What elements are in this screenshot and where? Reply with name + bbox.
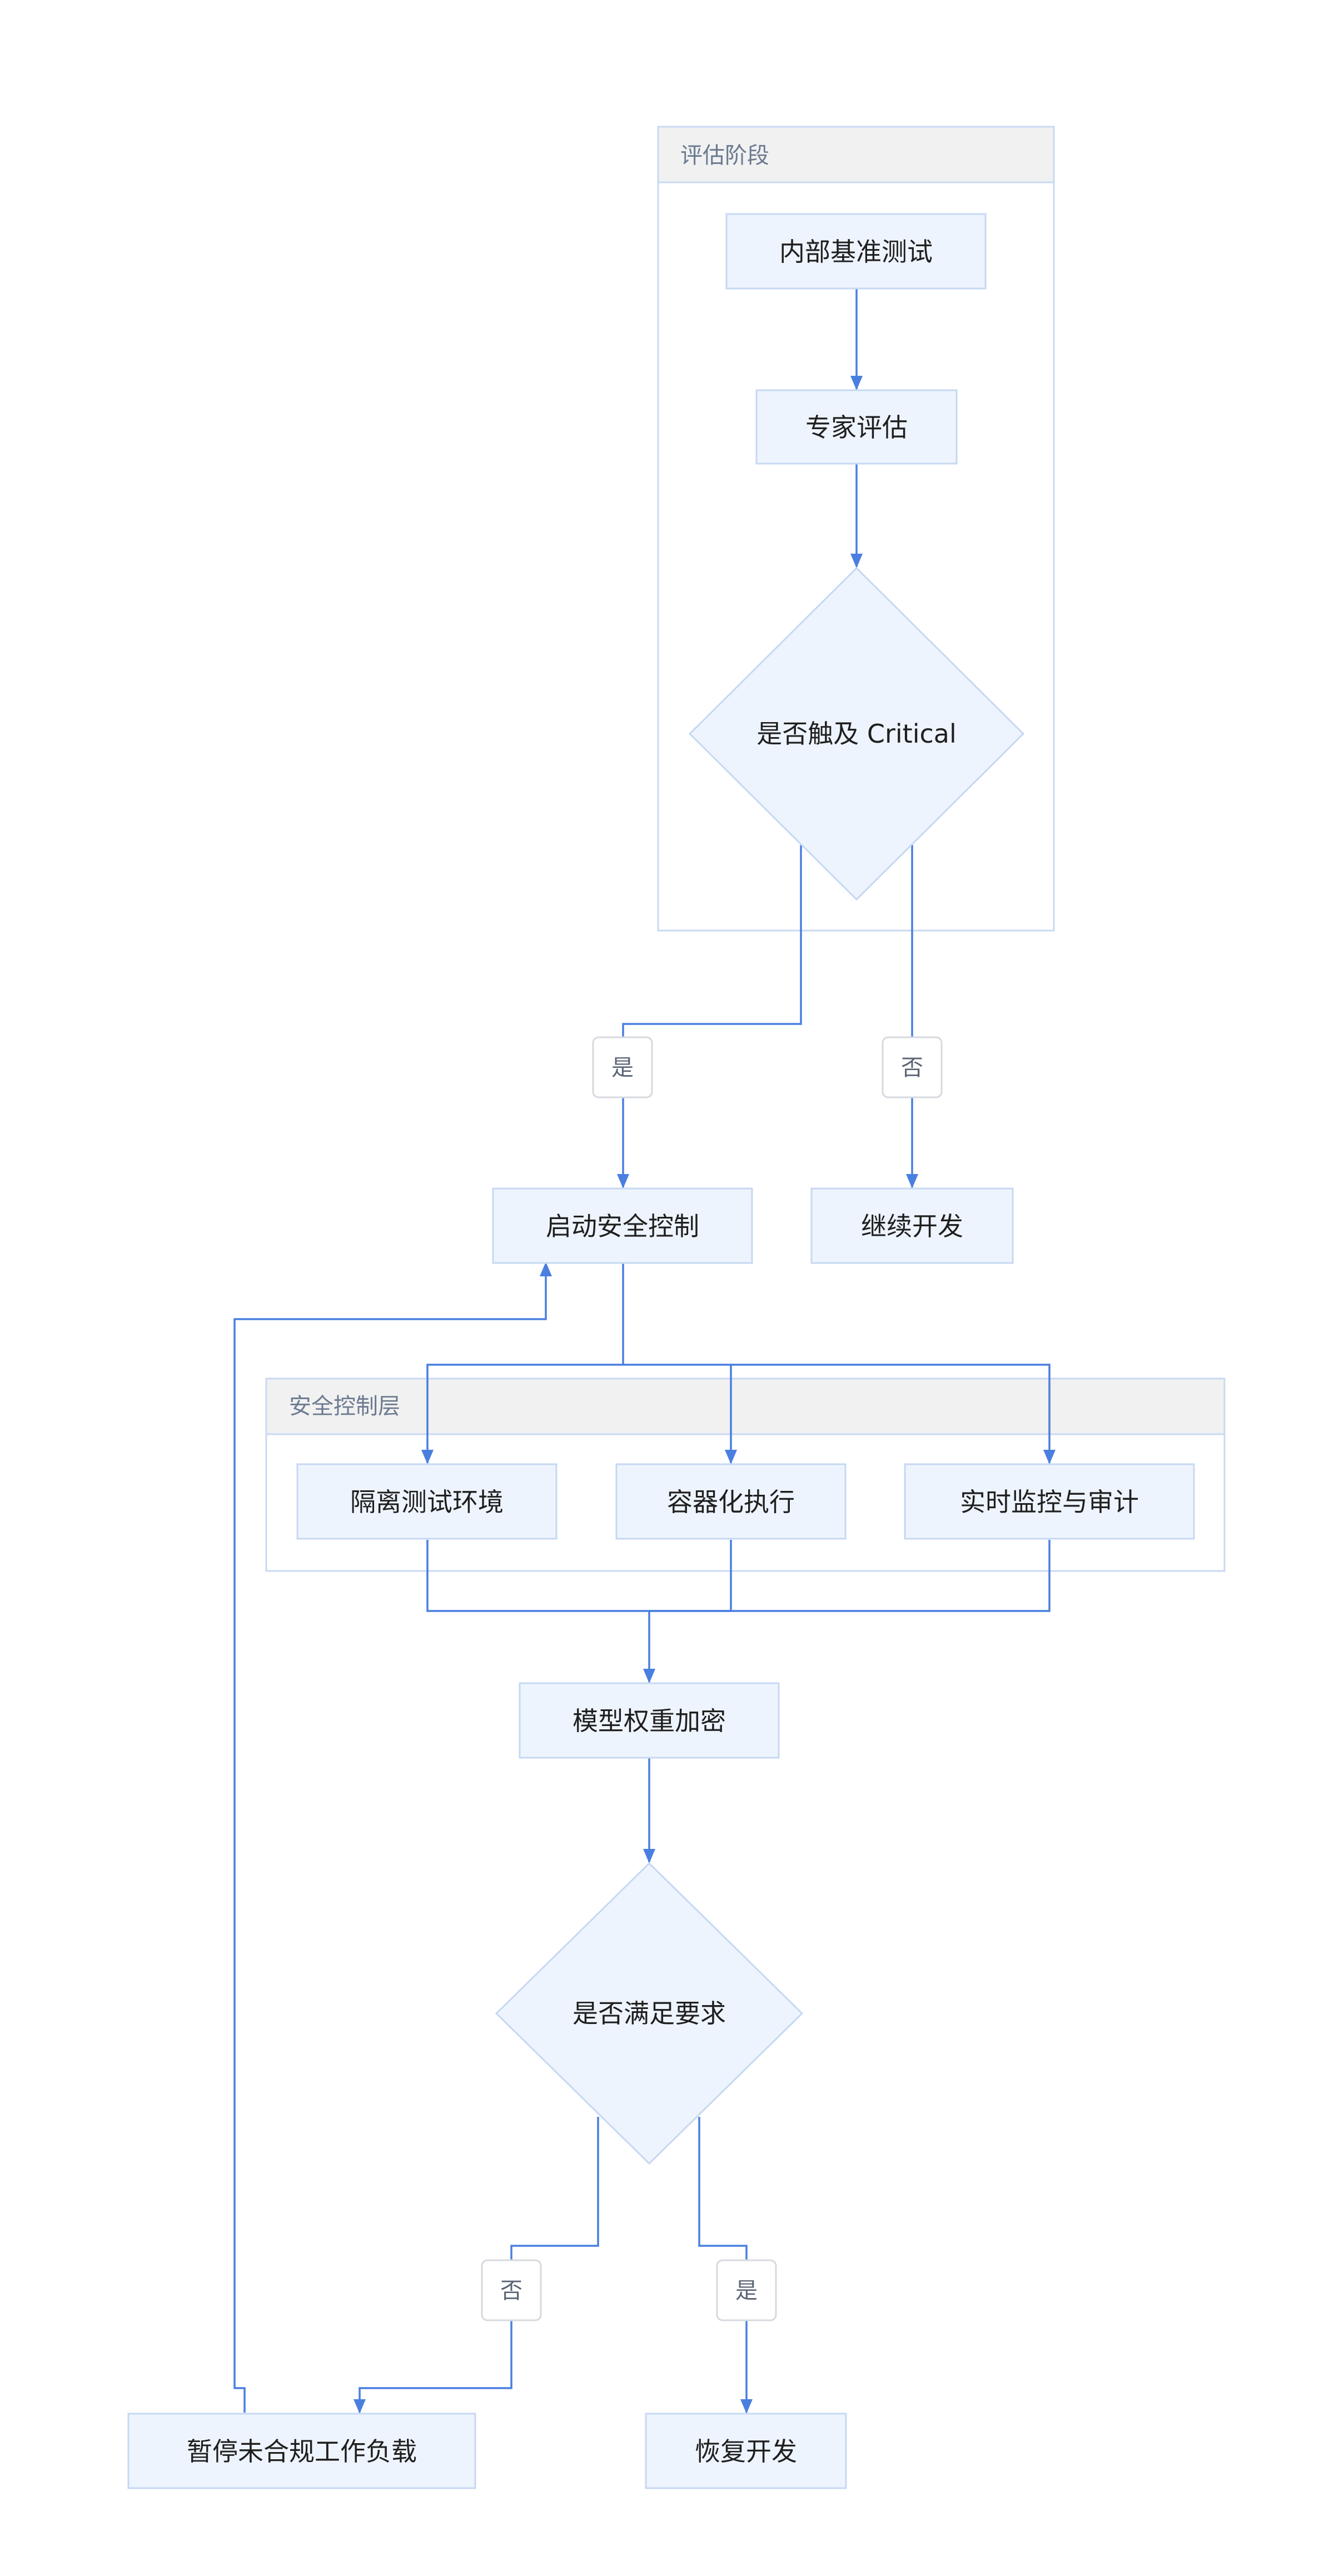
node-start-security[interactable]: 启动安全控制 [492,1187,753,1264]
cluster-evaluation-title: 评估阶段 [680,143,769,168]
node-containerized[interactable]: 容器化执行 [615,1463,847,1540]
node-isolated-env[interactable]: 隔离测试环境 [296,1463,558,1540]
node-pause-workload-label: 暂停未合规工作负载 [187,2436,417,2466]
cluster-security-title: 安全控制层 [289,1394,400,1419]
edge-label-req-no: 否 [481,2259,542,2321]
node-start-security-label: 启动安全控制 [546,1211,699,1241]
node-resume-dev-label: 恢复开发 [695,2436,797,2466]
node-benchmark[interactable]: 内部基准测试 [725,213,987,290]
edge-label-critical-no-text: 否 [901,1055,923,1081]
node-expert-label: 专家评估 [805,412,908,442]
edge-req-no [354,2117,599,2414]
node-critical-check-label: 是否触及 Critical [756,719,957,749]
edge-start-monitor [731,1364,1056,1464]
node-weight-encryption[interactable]: 模型权重加密 [519,1682,780,1759]
node-monitoring[interactable]: 实时监控与审计 [904,1463,1195,1540]
edge-pause-start [233,1262,552,2413]
edge-label-critical-yes-text: 是 [611,1055,634,1081]
node-monitoring-label: 实时监控与审计 [960,1487,1139,1517]
edge-req-yes [698,2117,753,2414]
node-benchmark-label: 内部基准测试 [779,237,933,267]
edge-label-critical-yes: 是 [592,1036,653,1098]
edge-label-req-no-text: 否 [500,2278,522,2304]
edge-start-isolated [421,1264,624,1464]
edge-label-critical-no: 否 [882,1036,943,1098]
node-isolated-env-label: 隔离测试环境 [350,1487,504,1517]
node-weight-encryption-label: 模型权重加密 [573,1706,726,1736]
edge-label-req-yes-text: 是 [735,2278,758,2304]
edge-isolated-encrypt [426,1540,655,1683]
node-expert[interactable]: 专家评估 [755,389,958,465]
edge-monitor-encrypt [649,1540,1051,1612]
node-requirement-check-label: 是否满足要求 [573,1998,726,2028]
node-resume-dev[interactable]: 恢复开发 [645,2413,847,2489]
edge-critical-yes [617,845,802,1188]
node-continue-dev[interactable]: 继续开发 [810,1187,1014,1264]
edge-label-req-yes: 是 [716,2259,777,2321]
node-requirement-check[interactable]: 是否满足要求 [495,1862,804,2165]
node-containerized-label: 容器化执行 [667,1487,795,1517]
node-critical-check[interactable]: 是否触及 Critical [688,566,1025,901]
edges [233,289,1056,2414]
node-continue-dev-label: 继续开发 [861,1211,963,1241]
node-pause-workload[interactable]: 暂停未合规工作负载 [127,2413,476,2489]
